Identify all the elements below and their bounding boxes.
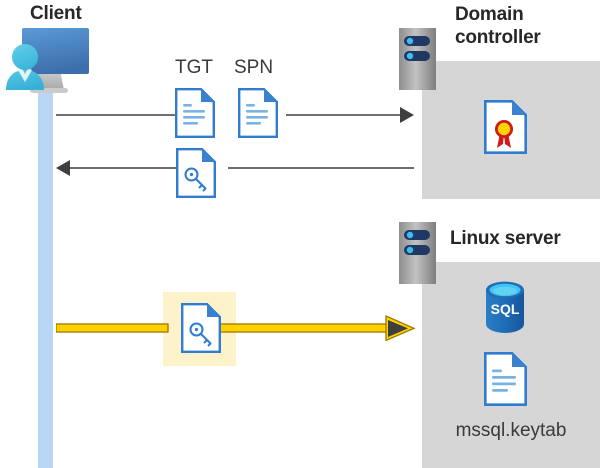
key-document-icon-service-ticket <box>181 303 221 353</box>
tgt-document-icon <box>175 88 215 138</box>
client-computer-user-icon <box>4 24 96 100</box>
response-arrow-to-client <box>56 156 414 180</box>
linux-server-title: Linux server <box>450 228 561 249</box>
keytab-filename-label: mssql.keytab <box>455 420 567 441</box>
keytab-document-icon <box>484 352 527 406</box>
request-arrow-to-domain-controller <box>56 104 414 126</box>
spn-label: SPN <box>234 57 274 78</box>
domain-controller-server-rack-icon <box>399 28 436 90</box>
domain-controller-title-line-2: controller <box>455 27 541 48</box>
key-document-icon-response <box>176 148 216 198</box>
domain-controller-title: Domain controller <box>455 3 595 49</box>
tgt-label: TGT <box>175 57 213 78</box>
linux-server-rack-icon <box>399 222 436 284</box>
sql-database-icon: SQL <box>482 281 528 333</box>
spn-document-icon <box>238 88 278 138</box>
svg-text:SQL: SQL <box>491 301 520 317</box>
service-ticket-arrow-to-linux-server <box>55 312 418 346</box>
client-title: Client <box>30 3 82 24</box>
domain-controller-title-line-1: Domain <box>455 4 524 25</box>
certificate-icon <box>484 100 527 154</box>
client-lifeline <box>38 78 53 468</box>
